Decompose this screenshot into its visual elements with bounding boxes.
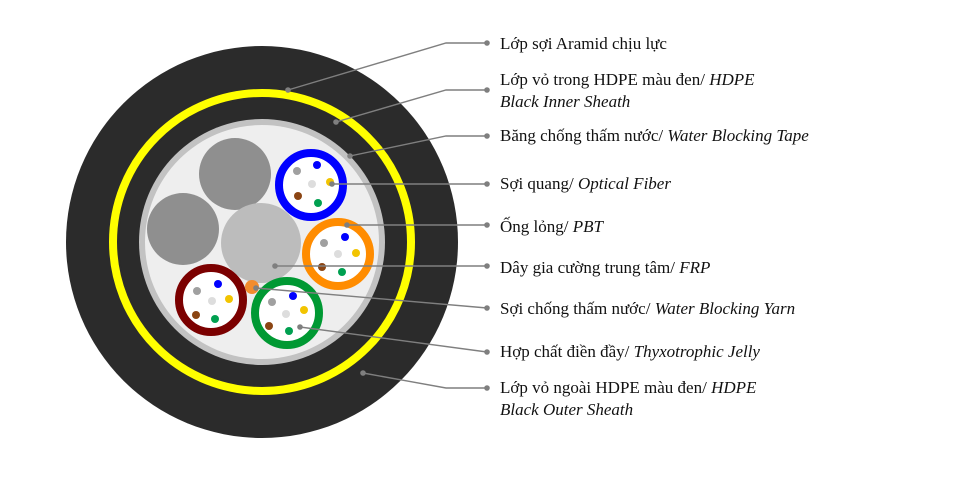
leader-line-tape [347, 133, 490, 159]
filler-rod-left [147, 193, 219, 265]
loose-tube-maroon [175, 264, 247, 336]
aramid-yarn-ring [109, 89, 415, 395]
central-frp [221, 203, 301, 283]
label-central-frp: Dây gia cường trung tâm/ FRP [500, 258, 711, 277]
label-optical-fiber: Sợi quang/ Optical Fiber [500, 174, 671, 193]
label-thyxotrophic-jelly: Hợp chất điền đầy/ Thyxotrophic Jelly [500, 342, 760, 361]
water-blocking-yarn [245, 280, 259, 294]
leader-line-jelly [297, 324, 490, 355]
label-water-blocking-tape: Băng chống thấm nước/ Water Blocking Tap… [500, 126, 809, 145]
label-inner-sheath: Lớp vỏ trong HDPE màu đen/ HDPE Black In… [500, 70, 755, 111]
filler-rod-top [199, 138, 271, 210]
leader-line-outer-sheath [360, 370, 490, 391]
label-water-blocking-yarn: Sợi chống thấm nước/ Water Blocking Yarn [500, 299, 796, 318]
loose-tube-orange [302, 218, 374, 290]
leader-line-yarn [253, 285, 490, 311]
leader-line-aramid [285, 40, 490, 93]
label-loose-tube: Ống lỏng/ PBT [500, 217, 603, 236]
label-aramid: Lớp sợi Aramid chịu lực [500, 34, 667, 53]
leader-line-inner-sheath [333, 87, 490, 125]
label-outer-sheath: Lớp vỏ ngoài HDPE màu đen/ HDPE Black Ou… [500, 378, 757, 419]
loose-tube-blue [275, 149, 347, 221]
